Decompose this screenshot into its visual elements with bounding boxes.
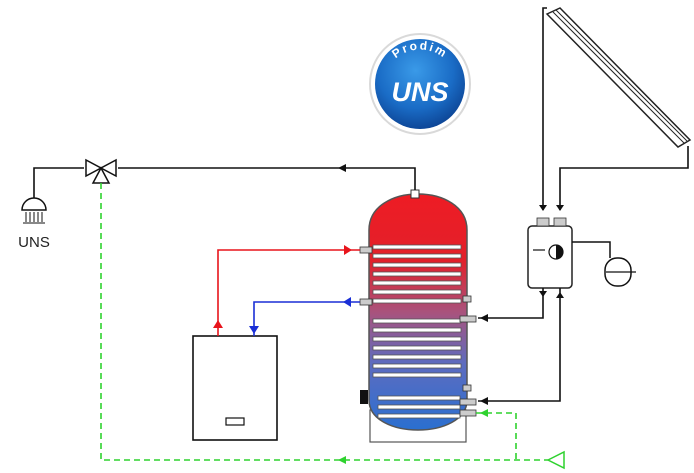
cold-inlet-arrow — [480, 409, 488, 417]
recirculation-line — [100, 183, 548, 461]
arrow-into-lower-solar-coil — [480, 397, 488, 405]
arrow-up-right — [556, 292, 564, 298]
hot-water-arrow — [338, 164, 346, 172]
upper-heating-coil — [372, 244, 462, 304]
gas-boiler — [192, 335, 278, 441]
solar-loop-pipes — [478, 288, 561, 402]
arrow-up-left — [539, 291, 547, 297]
sensor-port-upper — [462, 295, 472, 303]
cold-water-inlet-symbol — [546, 450, 565, 470]
shower-label: UNS — [18, 234, 50, 251]
sensor-port-lower — [462, 384, 472, 392]
boiler-flow-pipe — [217, 249, 360, 336]
boiler-return-pipe — [253, 301, 360, 336]
collector-pipes — [542, 7, 689, 210]
recirculation-arrow — [338, 456, 346, 464]
logo-brand-main: UNS — [391, 77, 448, 107]
boiler-return-arrow — [249, 326, 259, 334]
expansion-vessel — [572, 241, 636, 287]
lower-solar-coil — [377, 395, 461, 419]
boiler-flow-arrow — [213, 320, 223, 328]
flow-into-tank-arrow — [344, 245, 352, 255]
shower-icon — [21, 197, 47, 224]
return-from-tank-arrow — [343, 297, 351, 307]
solar-pump-station — [527, 205, 573, 289]
hot-water-line — [33, 167, 416, 198]
solar-collector — [545, 7, 692, 148]
arrow-into-upper-solar-coil — [480, 314, 488, 322]
middle-solar-coil — [372, 318, 462, 378]
prodim-uns-logo: Prodim UNS — [369, 33, 471, 135]
mixing-valve — [85, 158, 117, 184]
storage-tank — [359, 189, 477, 443]
tank-drain — [360, 390, 368, 404]
